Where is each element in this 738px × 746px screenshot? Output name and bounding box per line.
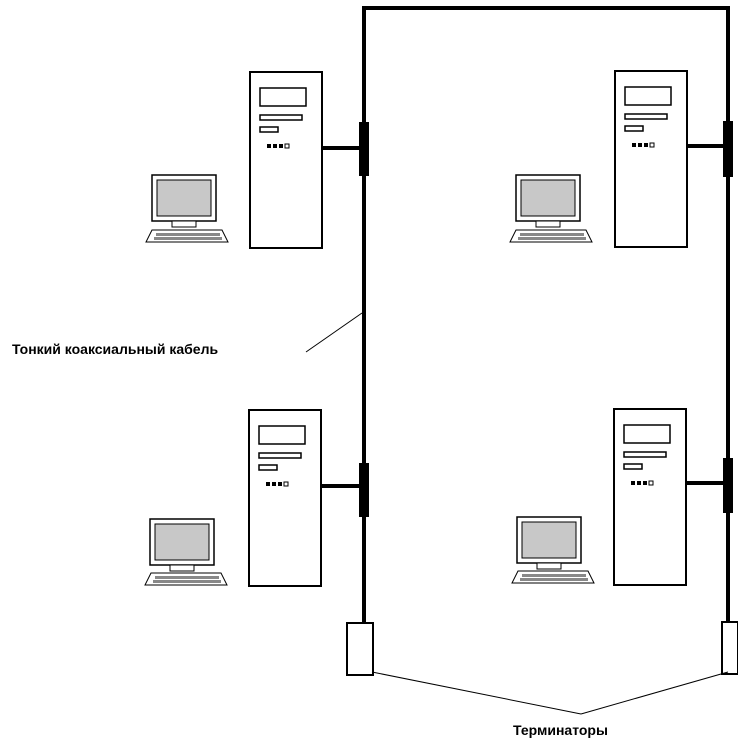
computer-tower-icon	[249, 71, 323, 249]
terminator	[346, 622, 374, 676]
terminator-label-leader	[371, 671, 582, 715]
cable-label-leader	[305, 312, 363, 353]
t-connector	[359, 463, 369, 517]
workstation	[511, 408, 687, 586]
terminator-label-leader	[580, 671, 729, 715]
workstation	[509, 70, 688, 248]
keyboard-icon	[145, 229, 229, 243]
computer-tower-icon	[614, 70, 688, 248]
keyboard-icon	[144, 572, 228, 586]
t-connector	[723, 458, 733, 513]
t-connector	[359, 122, 369, 176]
coaxial-cable-label: Тонкий коаксиальный кабель	[12, 341, 219, 357]
keyboard-icon	[511, 570, 595, 584]
keyboard-icon	[509, 229, 593, 243]
monitor-icon	[516, 516, 582, 570]
computer-tower-icon	[613, 408, 687, 586]
workstation	[145, 71, 323, 249]
workstation	[144, 409, 322, 587]
coaxial-cable	[362, 6, 730, 122]
monitor-icon	[515, 174, 581, 228]
monitor-icon	[149, 518, 215, 572]
terminators-label: Терминаторы	[513, 722, 608, 738]
computer-tower-icon	[248, 409, 322, 587]
terminator	[721, 621, 738, 675]
t-connector	[723, 121, 733, 177]
monitor-icon	[151, 174, 217, 228]
